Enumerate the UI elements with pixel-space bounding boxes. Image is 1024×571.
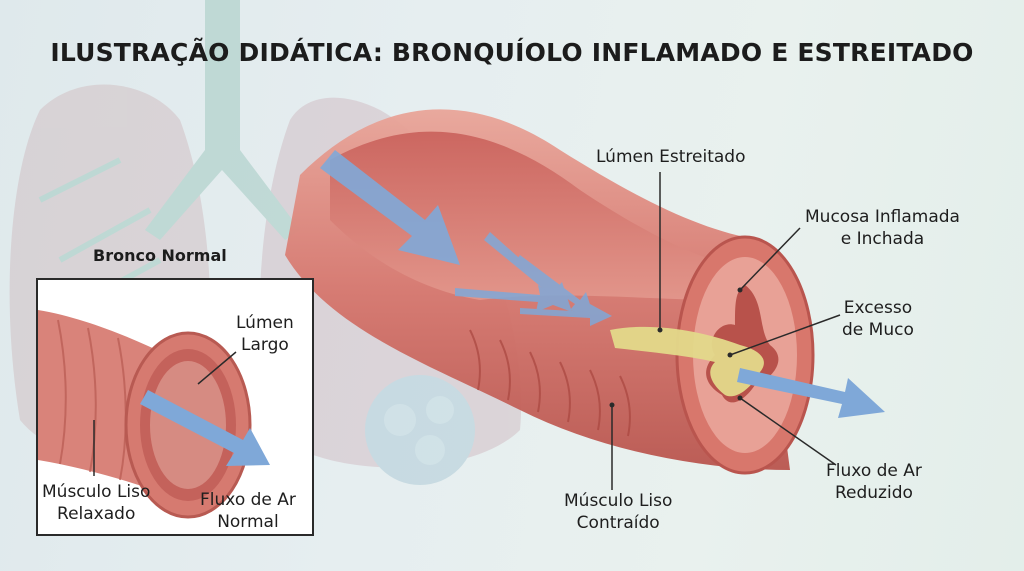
airflow-arrows-small [455, 232, 612, 326]
trachea-shape [145, 0, 300, 240]
normal-airflow-arrow [140, 390, 270, 466]
label-contracted-muscle: Músculo Liso Contraído [564, 491, 673, 533]
label-inflamed-mucosa: Mucosa Inflamada e Inchada [805, 207, 960, 249]
page-title: ILUSTRAÇÃO DIDÁTICA: BRONQUÍOLO INFLAMAD… [50, 38, 974, 67]
inset-label-relaxed-muscle: Músculo Liso Relaxado [42, 482, 151, 524]
inner-wall [330, 131, 730, 300]
label-narrowed-lumen: Lúmen Estreitado [596, 147, 746, 167]
label-reduced-airflow: Fluxo de Ar Reduzido [826, 461, 922, 503]
leader-airflow [739, 397, 837, 466]
inset-label-normal-airflow: Fluxo de Ar Normal [200, 490, 296, 532]
leader-mucosa [739, 227, 801, 291]
mucus-shape [610, 326, 764, 397]
label-excess-mucus: Excesso de Muco [842, 298, 914, 340]
inset-title: Bronco Normal [93, 246, 227, 265]
leader-mucus [729, 314, 841, 356]
airflow-arrow-large [320, 150, 460, 265]
inset-leader-lumen [197, 351, 237, 385]
alveoli-cluster [365, 375, 475, 485]
normal-bronchus-illustration [38, 310, 270, 519]
reduced-airflow-arrow [737, 368, 885, 418]
inset-label-wide-lumen: Lúmen Largo [236, 313, 294, 355]
